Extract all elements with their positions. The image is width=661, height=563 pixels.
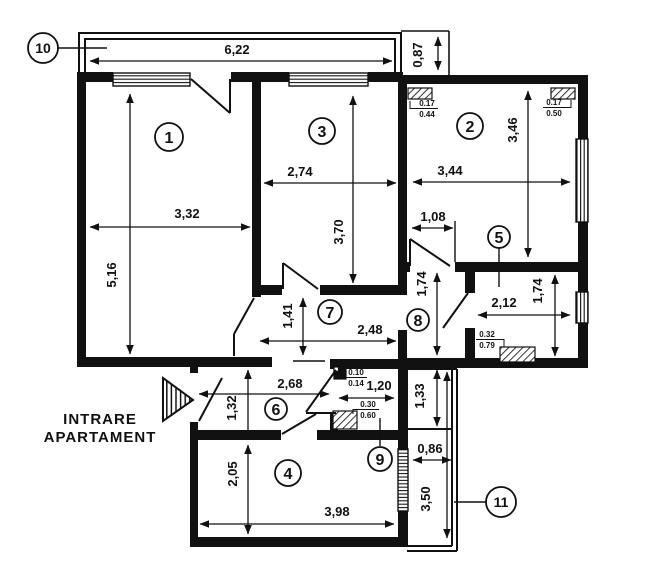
dim-hall-8-depth: 1,74 [414,271,429,297]
svg-text:6: 6 [272,402,281,419]
dim-hall-6-width: 1,32 [224,395,239,420]
dim-room-4-width: 3,98 [324,504,349,519]
entrance-label-line2: APARTAMENT [44,429,157,446]
dim-room-3-depth: 3,70 [331,219,346,244]
door-hall7-room3 [282,262,319,290]
dim-room-2-opening: 1,08 [420,209,445,224]
fraction-top: 0.17 [419,99,435,108]
fraction-top: 0.32 [479,330,495,339]
dim-room-2-width: 3,44 [437,163,463,178]
svg-text:11: 11 [494,494,509,510]
room-label-10: 10 [27,32,107,64]
door-room2-hall8 [409,238,451,267]
svg-text:2: 2 [466,119,475,136]
window-room5 [575,291,589,324]
fraction-shaft-room9: 0.10 0.14 [341,368,367,388]
dim-room-3-width: 2,74 [287,164,313,179]
fraction-pier-room5: 0.32 0.79 [476,330,505,350]
fraction-bottom: 0.79 [479,341,495,350]
entrance-annotation: INTRARE APARTAMENT [44,376,195,446]
door-hall8-room5 [442,292,469,329]
room-label-4: 4 [274,459,302,487]
dim-hall-7-length: 2,48 [357,322,382,337]
dim-balcony-11-width: 0,86 [417,441,442,456]
room-label-1: 1 [154,122,184,152]
fraction-top: 0.10 [348,368,364,377]
balcony-11-outline [407,368,458,552]
svg-text:5: 5 [495,230,504,247]
door-hall7-room1 [233,297,255,356]
fraction-top: 0.30 [360,400,376,409]
dim-room-5-width: 2,12 [491,295,516,310]
dim-room-2-depth: 3,46 [505,117,520,142]
dim-room-5-depth: 1,74 [530,278,545,304]
entrance-label-line1: INTRARE [63,411,137,428]
svg-text:8: 8 [414,313,423,330]
svg-text:10: 10 [35,40,51,56]
pier-room2-left-block [407,87,433,100]
piers [332,87,576,430]
windows [112,72,589,512]
dim-top-right-offset: 0,87 [410,42,425,67]
dim-hall-6-length: 2,68 [277,376,302,391]
svg-text:3: 3 [318,124,327,141]
room-label-8: 8 [406,308,430,332]
pier-room5-block [499,346,536,363]
window-room1 [112,72,191,87]
window-room4-balcony [397,448,409,512]
room-labels: 1 2 3 4 5 6 7 8 [27,32,517,518]
svg-text:9: 9 [376,452,385,469]
door-entry [198,377,223,422]
dim-hall-7-width: 1,41 [280,303,295,328]
dim-balcony-11-upper: 1,33 [412,383,427,408]
room-label-7: 7 [317,299,343,325]
building-edge-lines [401,30,450,75]
dim-room-1-width: 3,32 [174,206,199,221]
dim-room-9-width: 1,20 [366,378,391,393]
pier-room9-block [332,410,358,430]
room-label-11: 11 [454,486,517,518]
door-hall6-room9 [305,369,337,414]
doors [190,78,469,435]
fraction-labels: 0.17 0.44 0.17 0.50 0.32 0.79 0.10 0.14 … [341,98,572,420]
pier-room2-right-block [550,87,576,100]
svg-text:7: 7 [326,305,335,322]
svg-text:4: 4 [284,466,293,483]
dim-room-4-depth: 2,05 [225,461,240,486]
detail-lines [293,221,456,362]
door-hall6-room4 [281,413,317,435]
room-label-5: 5 [487,225,511,287]
room-label-2: 2 [456,112,484,140]
dim-balcony-11-length: 3,50 [418,486,433,511]
room-label-3: 3 [308,117,336,145]
dim-balcony-10-width: 6,22 [224,42,249,57]
fraction-bottom: 0.14 [348,379,364,388]
window-room2 [575,138,589,223]
fraction-bottom: 0.60 [360,411,376,420]
fraction-top: 0.17 [546,98,562,107]
door-balcony10-room1 [190,78,231,114]
fraction-pier-room2-left: 0.17 0.44 [409,99,438,119]
walls [77,72,588,547]
room-label-6: 6 [264,397,288,421]
window-room3 [288,72,369,87]
dimension-lines [89,36,571,539]
fraction-pier-room9: 0.30 0.60 [352,400,379,420]
entrance-arrow-icon [162,376,195,423]
svg-text:1: 1 [165,130,174,147]
room-label-9: 9 [367,418,393,472]
fraction-bottom: 0.50 [546,109,562,118]
fraction-pier-room2-right: 0.17 0.50 [543,98,572,118]
dim-room-1-depth: 5,16 [104,262,119,287]
fraction-bottom: 0.44 [419,110,435,119]
balcony-10-outline [78,32,402,72]
